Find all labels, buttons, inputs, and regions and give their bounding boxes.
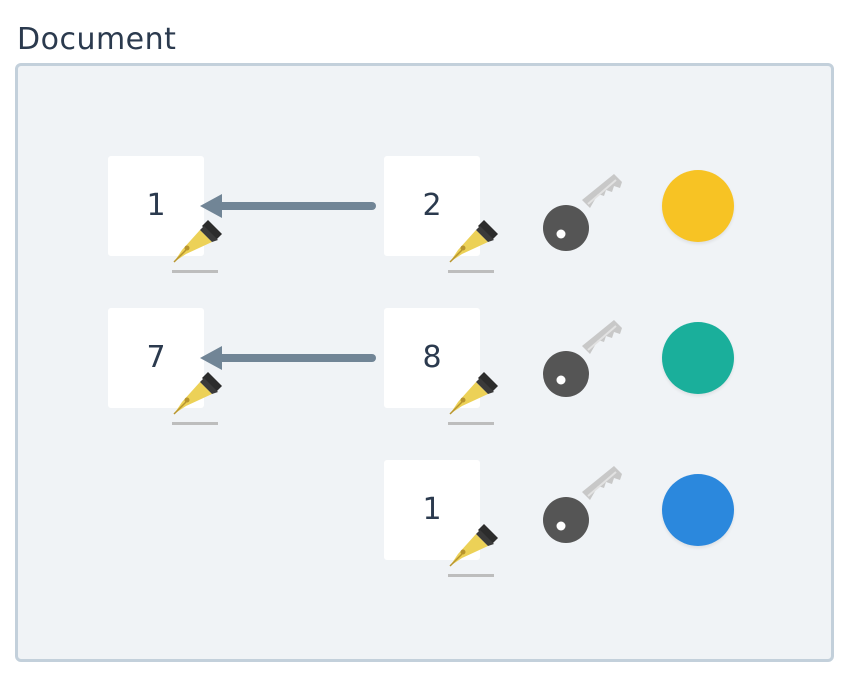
pen-nib-icon — [170, 366, 226, 428]
left-cell-value: 7 — [146, 340, 166, 375]
key-icon — [540, 170, 628, 258]
right-cell[interactable]: 2 — [384, 156, 480, 256]
left-cell[interactable]: 1 — [108, 156, 204, 256]
right-cell[interactable]: 1 — [384, 460, 480, 560]
key-icon — [540, 462, 628, 550]
right-cell-value: 1 — [422, 492, 442, 527]
left-cell-value: 1 — [146, 188, 166, 223]
left-cell[interactable]: 7 — [108, 308, 204, 408]
key-icon — [540, 316, 628, 404]
pen-nib-icon — [170, 214, 226, 276]
pen-nib-icon — [446, 366, 502, 428]
pen-nib-icon — [446, 518, 502, 580]
right-cell[interactable]: 8 — [384, 308, 480, 408]
right-cell-value: 2 — [422, 188, 442, 223]
arrow-left-icon — [196, 191, 376, 221]
pen-nib-icon — [446, 214, 502, 276]
arrow-left-icon — [196, 343, 376, 373]
status-dot — [662, 322, 734, 394]
status-dot — [662, 170, 734, 242]
status-dot — [662, 474, 734, 546]
right-cell-value: 8 — [422, 340, 442, 375]
document-title: Document — [17, 22, 177, 57]
